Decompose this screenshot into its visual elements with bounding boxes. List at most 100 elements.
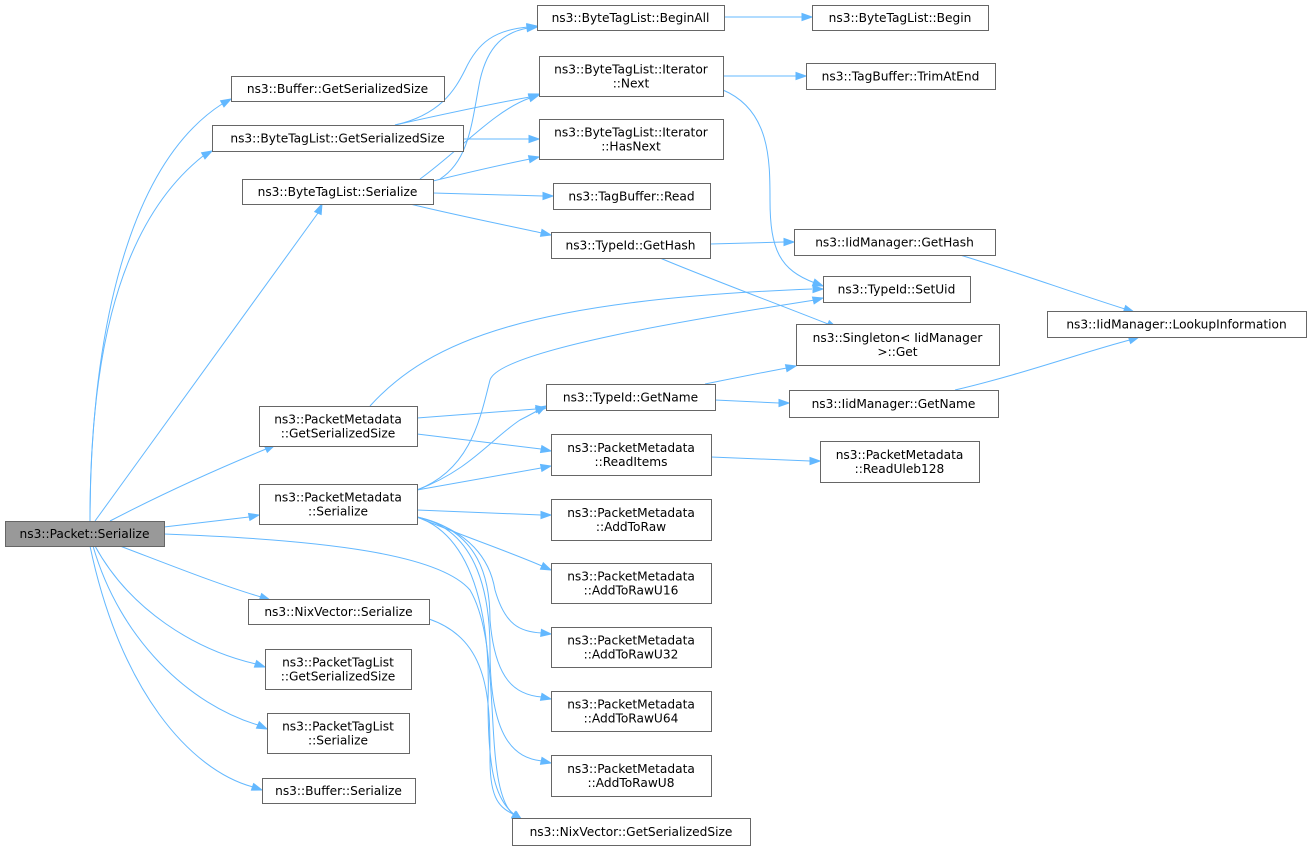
node-label: ns3::PacketMetadata — [274, 491, 402, 505]
node-label: ns3::ByteTagList::Iterator — [554, 63, 709, 77]
node-ns3-typeid-getname[interactable]: ns3::TypeId::GetName — [546, 384, 716, 411]
node-ns3-typeid-setuid[interactable]: ns3::TypeId::SetUid — [823, 276, 971, 303]
node-label: ns3::PacketMetadata — [567, 570, 695, 584]
edge-n16-n29 — [710, 456, 822, 466]
node-label: ::Serialize — [308, 505, 368, 519]
node-ns3-packetmetadata-readuleb128[interactable]: ns3::PacketMetadata::ReadUleb128 — [820, 441, 980, 483]
node-box — [512, 818, 751, 846]
node-ns3-packetmetadata-getserializedsize[interactable]: ns3::PacketMetadata::GetSerializedSize — [259, 406, 418, 447]
node-label: ns3::PacketMetadata — [274, 413, 402, 427]
edge-n6-n22 — [428, 618, 524, 821]
arrowhead — [795, 71, 808, 81]
node-box — [537, 5, 725, 31]
node-box — [259, 484, 418, 525]
node-label: ns3::Packet::Serialize — [20, 527, 150, 541]
node-label: ns3::IidManager::GetHash — [815, 236, 974, 250]
edge-n0-n3 — [94, 202, 323, 522]
node-ns3-buffer-getserializedsize[interactable]: ns3::Buffer::GetSerializedSize — [231, 76, 445, 102]
edge-n3-n13 — [432, 191, 555, 201]
edge-n5-n19 — [416, 516, 553, 638]
node-ns3-tagbuffer-trimatend[interactable]: ns3::TagBuffer::TrimAtEnd — [806, 63, 996, 90]
node-box — [806, 63, 996, 90]
node-label: ns3::TypeId::GetHash — [565, 239, 695, 253]
edge-n5-n18 — [416, 516, 553, 571]
edge-n5-n21 — [416, 516, 553, 765]
arrowhead — [542, 191, 555, 201]
node-box — [551, 434, 712, 476]
node-label: ns3::Buffer::Serialize — [275, 784, 402, 798]
arrowhead — [539, 756, 553, 765]
node-ns3-packet-serialize[interactable]: ns3::Packet::Serialize — [5, 521, 165, 547]
arrowhead — [253, 659, 267, 668]
node-label: ns3::TagBuffer::Read — [568, 190, 694, 204]
edge-n3-n11 — [419, 94, 541, 180]
node-ns3-packetmetadata-serialize[interactable]: ns3::PacketMetadata::Serialize — [259, 484, 418, 525]
arrowhead — [250, 782, 264, 791]
node-layer: ns3::Packet::Serialize ns3::Buffer::GetSe… — [5, 5, 1307, 846]
edge-n11-n24 — [723, 71, 808, 81]
node-box — [242, 179, 434, 205]
arrowhead — [539, 228, 553, 237]
node-ns3-packetmetadata-addtorawu8[interactable]: ns3::PacketMetadata::AddToRawU8 — [551, 755, 712, 797]
node-ns3-packetmetadata-addtorawu16[interactable]: ns3::PacketMetadata::AddToRawU16 — [551, 563, 712, 604]
node-ns3-bytetaglist-iterator-hasnext[interactable]: ns3::ByteTagList::Iterator::HasNext — [539, 119, 724, 160]
node-label: ::AddToRaw — [596, 520, 666, 534]
edge-n0-n7 — [94, 545, 267, 668]
node-ns3-bytetaglist-begin[interactable]: ns3::ByteTagList::Begin — [812, 5, 989, 31]
node-label: ns3::PacketTagList — [282, 720, 394, 734]
arrowhead — [540, 628, 553, 638]
arrowhead — [527, 155, 541, 164]
node-ns3-iidmanager-gethash[interactable]: ns3::IidManager::GetHash — [794, 229, 996, 256]
node-label: ns3::ByteTagList::Iterator — [554, 126, 709, 140]
node-ns3-iidmanager-lookupinformation[interactable]: ns3::IidManager::LookupInformation — [1047, 311, 1307, 338]
node-label: ns3::PacketMetadata — [836, 448, 964, 462]
node-ns3-nixvector-getserializedsize[interactable]: ns3::NixVector::GetSerializedSize — [512, 818, 751, 846]
edge-n14-n25 — [709, 237, 796, 247]
node-label: ::GetSerializedSize — [281, 670, 395, 684]
node-ns3-packetmetadata-addtorawu64[interactable]: ns3::PacketMetadata::AddToRawU64 — [551, 691, 712, 732]
node-ns3-typeid-gethash[interactable]: ns3::TypeId::GetHash — [551, 232, 711, 259]
edge-n0-n1 — [89, 98, 233, 522]
edge-n3-n14 — [409, 203, 553, 237]
arrowhead — [528, 134, 541, 144]
node-box — [551, 232, 711, 259]
edge-n4-n16 — [416, 433, 553, 454]
arrowhead — [527, 94, 541, 103]
node-box — [539, 56, 724, 97]
edge-n0-n2 — [89, 150, 214, 522]
node-label: ns3::NixVector::Serialize — [264, 605, 412, 619]
node-box — [551, 563, 712, 604]
node-ns3-nixvector-serialize[interactable]: ns3::NixVector::Serialize — [248, 599, 430, 625]
edge-n11-n26 — [722, 89, 825, 287]
arrowhead — [200, 150, 214, 160]
node-ns3-buffer-serialize[interactable]: ns3::Buffer::Serialize — [262, 778, 416, 804]
node-ns3-bytetaglist-getserializedsize[interactable]: ns3::ByteTagList::GetSerializedSize — [212, 125, 464, 152]
edge-n14-n27 — [659, 257, 839, 329]
node-ns3-bytetaglist-serialize[interactable]: ns3::ByteTagList::Serialize — [242, 179, 434, 205]
arrowhead — [539, 444, 553, 454]
node-box — [551, 691, 712, 732]
node-box — [551, 499, 712, 541]
node-ns3-singleton-iidmanager-get[interactable]: ns3::Singleton< IidManager >::Get — [796, 324, 1000, 366]
node-ns3-packetmetadata-addtoraw[interactable]: ns3::PacketMetadata::AddToRaw — [551, 499, 712, 541]
node-ns3-bytetaglist-beginall[interactable]: ns3::ByteTagList::BeginAll — [537, 5, 725, 31]
node-ns3-packetmetadata-readitems[interactable]: ns3::PacketMetadata::ReadItems — [551, 434, 712, 476]
arrowhead — [539, 463, 553, 473]
edge-n5-n20 — [416, 516, 553, 701]
arrowhead — [812, 284, 825, 294]
node-ns3-packettaglist-getserializedsize[interactable]: ns3::PacketTagList::GetSerializedSize — [265, 649, 412, 690]
node-label: ns3::PacketMetadata — [567, 762, 695, 776]
node-ns3-tagbuffer-read[interactable]: ns3::TagBuffer::Read — [553, 183, 711, 210]
edge-n5-n26 — [416, 296, 825, 491]
edge-n5-n15 — [416, 405, 548, 491]
node-label: ::AddToRawU8 — [588, 776, 675, 790]
node-ns3-bytetaglist-iterator-next[interactable]: ns3::ByteTagList::Iterator::Next — [539, 56, 724, 97]
node-ns3-packetmetadata-addtorawu32[interactable]: ns3::PacketMetadata::AddToRawU32 — [551, 627, 712, 668]
arrowhead — [809, 456, 822, 466]
node-box — [820, 441, 980, 483]
node-ns3-packettaglist-serialize[interactable]: ns3::PacketTagList::Serialize — [267, 713, 410, 754]
node-label: ::ReadUleb128 — [855, 462, 945, 476]
node-label: ns3::ByteTagList::BeginAll — [552, 11, 710, 25]
edge-n10-n23 — [724, 12, 814, 22]
node-ns3-iidmanager-getname[interactable]: ns3::IidManager::GetName — [789, 390, 999, 418]
